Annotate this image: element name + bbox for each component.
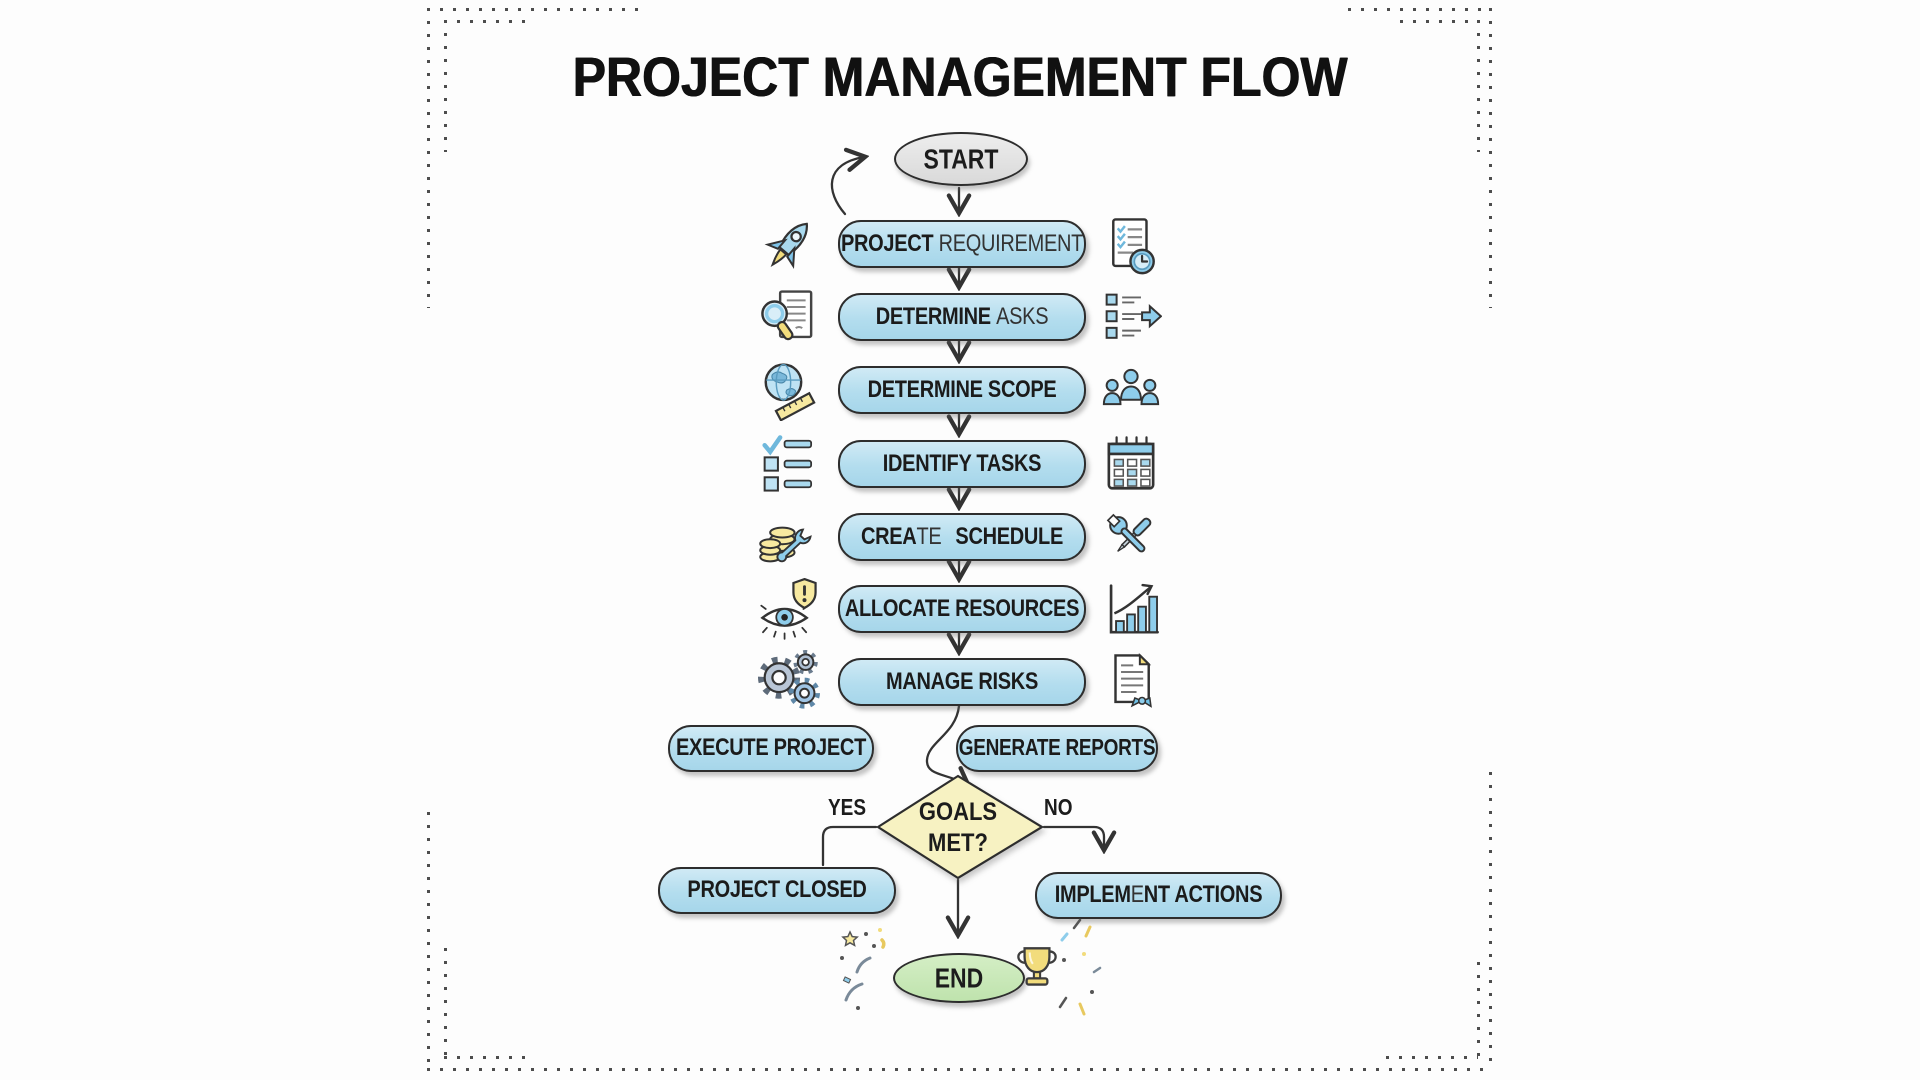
no-branch-line xyxy=(1042,825,1104,849)
dotted-border-segment xyxy=(1489,8,1492,308)
trophy-icon xyxy=(1017,947,1057,986)
no-label: NO xyxy=(1044,795,1073,821)
dotted-border-segment xyxy=(427,812,430,1068)
dotted-border-segment xyxy=(1386,1056,1478,1059)
gears-icon xyxy=(758,650,820,709)
start-label: START xyxy=(923,142,999,174)
tasklist-arrow-icon xyxy=(1105,293,1162,339)
node-end: END xyxy=(893,953,1025,1003)
calendar-icon xyxy=(1107,436,1155,490)
globe-ruler-icon xyxy=(764,363,816,421)
node-label: IDENTIFY TASKS xyxy=(882,449,1042,477)
certificate-icon xyxy=(1114,653,1152,708)
node-label: EXECUTE PROJECT xyxy=(676,734,866,762)
yes-label: YES xyxy=(828,795,867,821)
node-generate-reports: GENERATE REPORTS xyxy=(956,725,1158,772)
magnifier-document-icon xyxy=(761,290,813,341)
end-label: END xyxy=(934,961,984,993)
node-label: MANAGE RISKS xyxy=(886,667,1038,695)
dotted-border-segment xyxy=(427,8,643,11)
tools-icon xyxy=(1106,513,1152,553)
dotted-border-segment xyxy=(444,1056,534,1059)
node-label: PROJECT CLOSED xyxy=(687,876,867,904)
node-label: PROJECT REQUIREMENT xyxy=(840,229,1084,257)
dotted-border-segment xyxy=(1489,772,1492,1068)
dotted-border-segment xyxy=(444,948,447,1056)
arrow-into-start xyxy=(830,157,864,216)
dotted-border-segment xyxy=(1400,20,1478,23)
confetti-doodles-left-icon xyxy=(840,928,886,1010)
rocket-icon xyxy=(764,222,808,270)
node-label: GENERATE REPORTS xyxy=(958,735,1156,761)
node-determine-asks: DETERMINE ASKS xyxy=(838,293,1086,341)
decision-diamond xyxy=(875,774,1045,880)
node-start: START xyxy=(894,132,1028,186)
node-execute-project: EXECUTE PROJECT xyxy=(668,725,874,772)
node-project-closed: PROJECT CLOSED xyxy=(658,867,896,914)
node-project-requirement: PROJECT REQUIREMENT xyxy=(838,220,1086,268)
node-implement-actions: IMPLEMENT ACTIONS xyxy=(1035,872,1282,919)
page-title: PROJECT MANAGEMENT FLOW xyxy=(572,45,1348,109)
decision-label: GOALS MET? xyxy=(918,797,998,857)
dotted-border-segment xyxy=(1477,962,1480,1058)
dotted-border-segment xyxy=(1348,8,1492,11)
dotted-border-segment xyxy=(427,1068,1492,1071)
dotted-border-segment xyxy=(444,20,447,152)
checklist-icon xyxy=(762,435,813,492)
dotted-border-segment xyxy=(444,20,534,23)
yes-branch-line xyxy=(821,825,878,867)
node-manage-risks: MANAGE RISKS xyxy=(838,658,1086,706)
confetti-doodles-right-icon xyxy=(1058,918,1102,1016)
dotted-border-segment xyxy=(427,8,430,308)
team-icon xyxy=(1102,368,1160,406)
node-label: ALLOCATE RESOURCES xyxy=(844,594,1080,622)
growth-chart-icon xyxy=(1109,583,1159,634)
node-label: IMPLEMENT ACTIONS xyxy=(1054,881,1263,909)
dotted-border-segment xyxy=(1477,20,1480,152)
node-identify-tasks: IDENTIFY TASKS xyxy=(838,440,1086,488)
document-clock-icon xyxy=(1112,218,1155,275)
eye-shield-icon xyxy=(760,578,817,640)
node-label: DETERMINE ASKS xyxy=(875,302,1049,330)
coins-wrench-icon xyxy=(759,526,812,563)
node-label: DETERMINE SCOPE xyxy=(867,375,1057,403)
node-determine-scope: DETERMINE SCOPE xyxy=(838,366,1086,414)
node-allocate-resources: ALLOCATE RESOURCES xyxy=(838,585,1086,633)
